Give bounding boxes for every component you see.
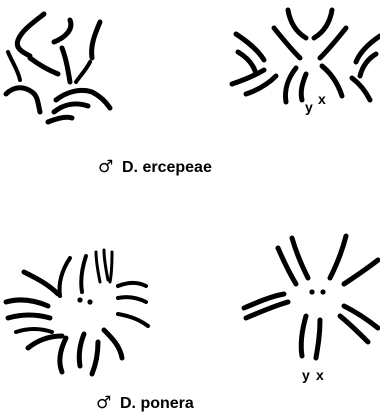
chromosome — [27, 55, 61, 77]
chromosome — [233, 31, 267, 63]
chromosome — [94, 250, 102, 284]
chromosome — [243, 73, 279, 97]
chromosome — [241, 291, 287, 311]
chromosome — [317, 25, 349, 61]
chromosome — [271, 25, 303, 61]
chromosome — [59, 45, 73, 85]
chromosome — [14, 327, 54, 334]
male-symbol: ♂ — [96, 393, 111, 413]
chromosome — [283, 65, 299, 105]
caption-ercepeae: ♂ D. ercepeae — [98, 157, 212, 177]
chromosome — [341, 303, 380, 331]
chromosome — [5, 312, 53, 321]
chromosome — [235, 49, 259, 77]
karyotype-ercepeae-left — [3, 11, 113, 125]
chromosome — [74, 60, 92, 84]
chromosome — [76, 331, 87, 369]
chromosome — [89, 19, 103, 61]
chromosome — [289, 235, 311, 281]
male-symbol: ♂ — [98, 157, 113, 177]
chromosome — [337, 313, 371, 345]
centromere-dot — [320, 289, 326, 295]
species-name: D. ercepeae — [122, 159, 212, 176]
chromosome — [349, 75, 373, 103]
chromosome — [116, 295, 148, 304]
karyotype-ponera-right: y x — [241, 233, 380, 383]
chromosome — [79, 254, 88, 294]
chromosome — [341, 257, 380, 287]
karyotype-ponera-left — [3, 248, 150, 377]
chromosome — [14, 11, 47, 59]
chromosome — [116, 312, 150, 328]
chromosome — [25, 333, 65, 351]
chromosome-label-y: y — [305, 99, 313, 115]
chromosome — [51, 101, 91, 115]
chromosome — [89, 339, 101, 377]
chromosome — [101, 327, 125, 361]
centromere-dot — [309, 289, 315, 295]
chromosome — [51, 17, 74, 45]
chromosome-label-y: y — [302, 367, 310, 383]
chromosome — [327, 233, 349, 281]
chromosome — [353, 33, 380, 65]
chromosome — [45, 114, 75, 125]
chromosome — [102, 248, 110, 282]
chromosome-label-x: x — [318, 91, 326, 107]
chromosome — [116, 281, 148, 288]
centromere-dot — [77, 297, 83, 303]
species-name: D. ponera — [120, 395, 194, 412]
chromosome — [3, 297, 51, 309]
centromere-dot — [87, 299, 93, 305]
chromosome — [319, 63, 345, 99]
chromosome — [3, 85, 43, 115]
chromosome — [57, 256, 72, 298]
chromosome — [57, 335, 69, 375]
chromosome — [311, 7, 335, 41]
chromosome — [53, 87, 113, 111]
chromosome — [6, 50, 22, 82]
chromosome-label-x: x — [316, 367, 324, 383]
chromosome — [298, 71, 309, 103]
caption-ponera: ♂ D. ponera — [96, 393, 194, 413]
chromosome — [275, 245, 299, 287]
karyotype-ercepeae-right: y x — [229, 7, 380, 115]
chromosome — [298, 313, 309, 359]
chromosome — [285, 7, 309, 41]
chromosome — [21, 269, 61, 297]
chromosome — [229, 67, 267, 87]
chromosome — [357, 51, 379, 79]
chromosome — [243, 299, 291, 321]
chromosome — [313, 317, 323, 361]
chromosome — [108, 250, 114, 284]
